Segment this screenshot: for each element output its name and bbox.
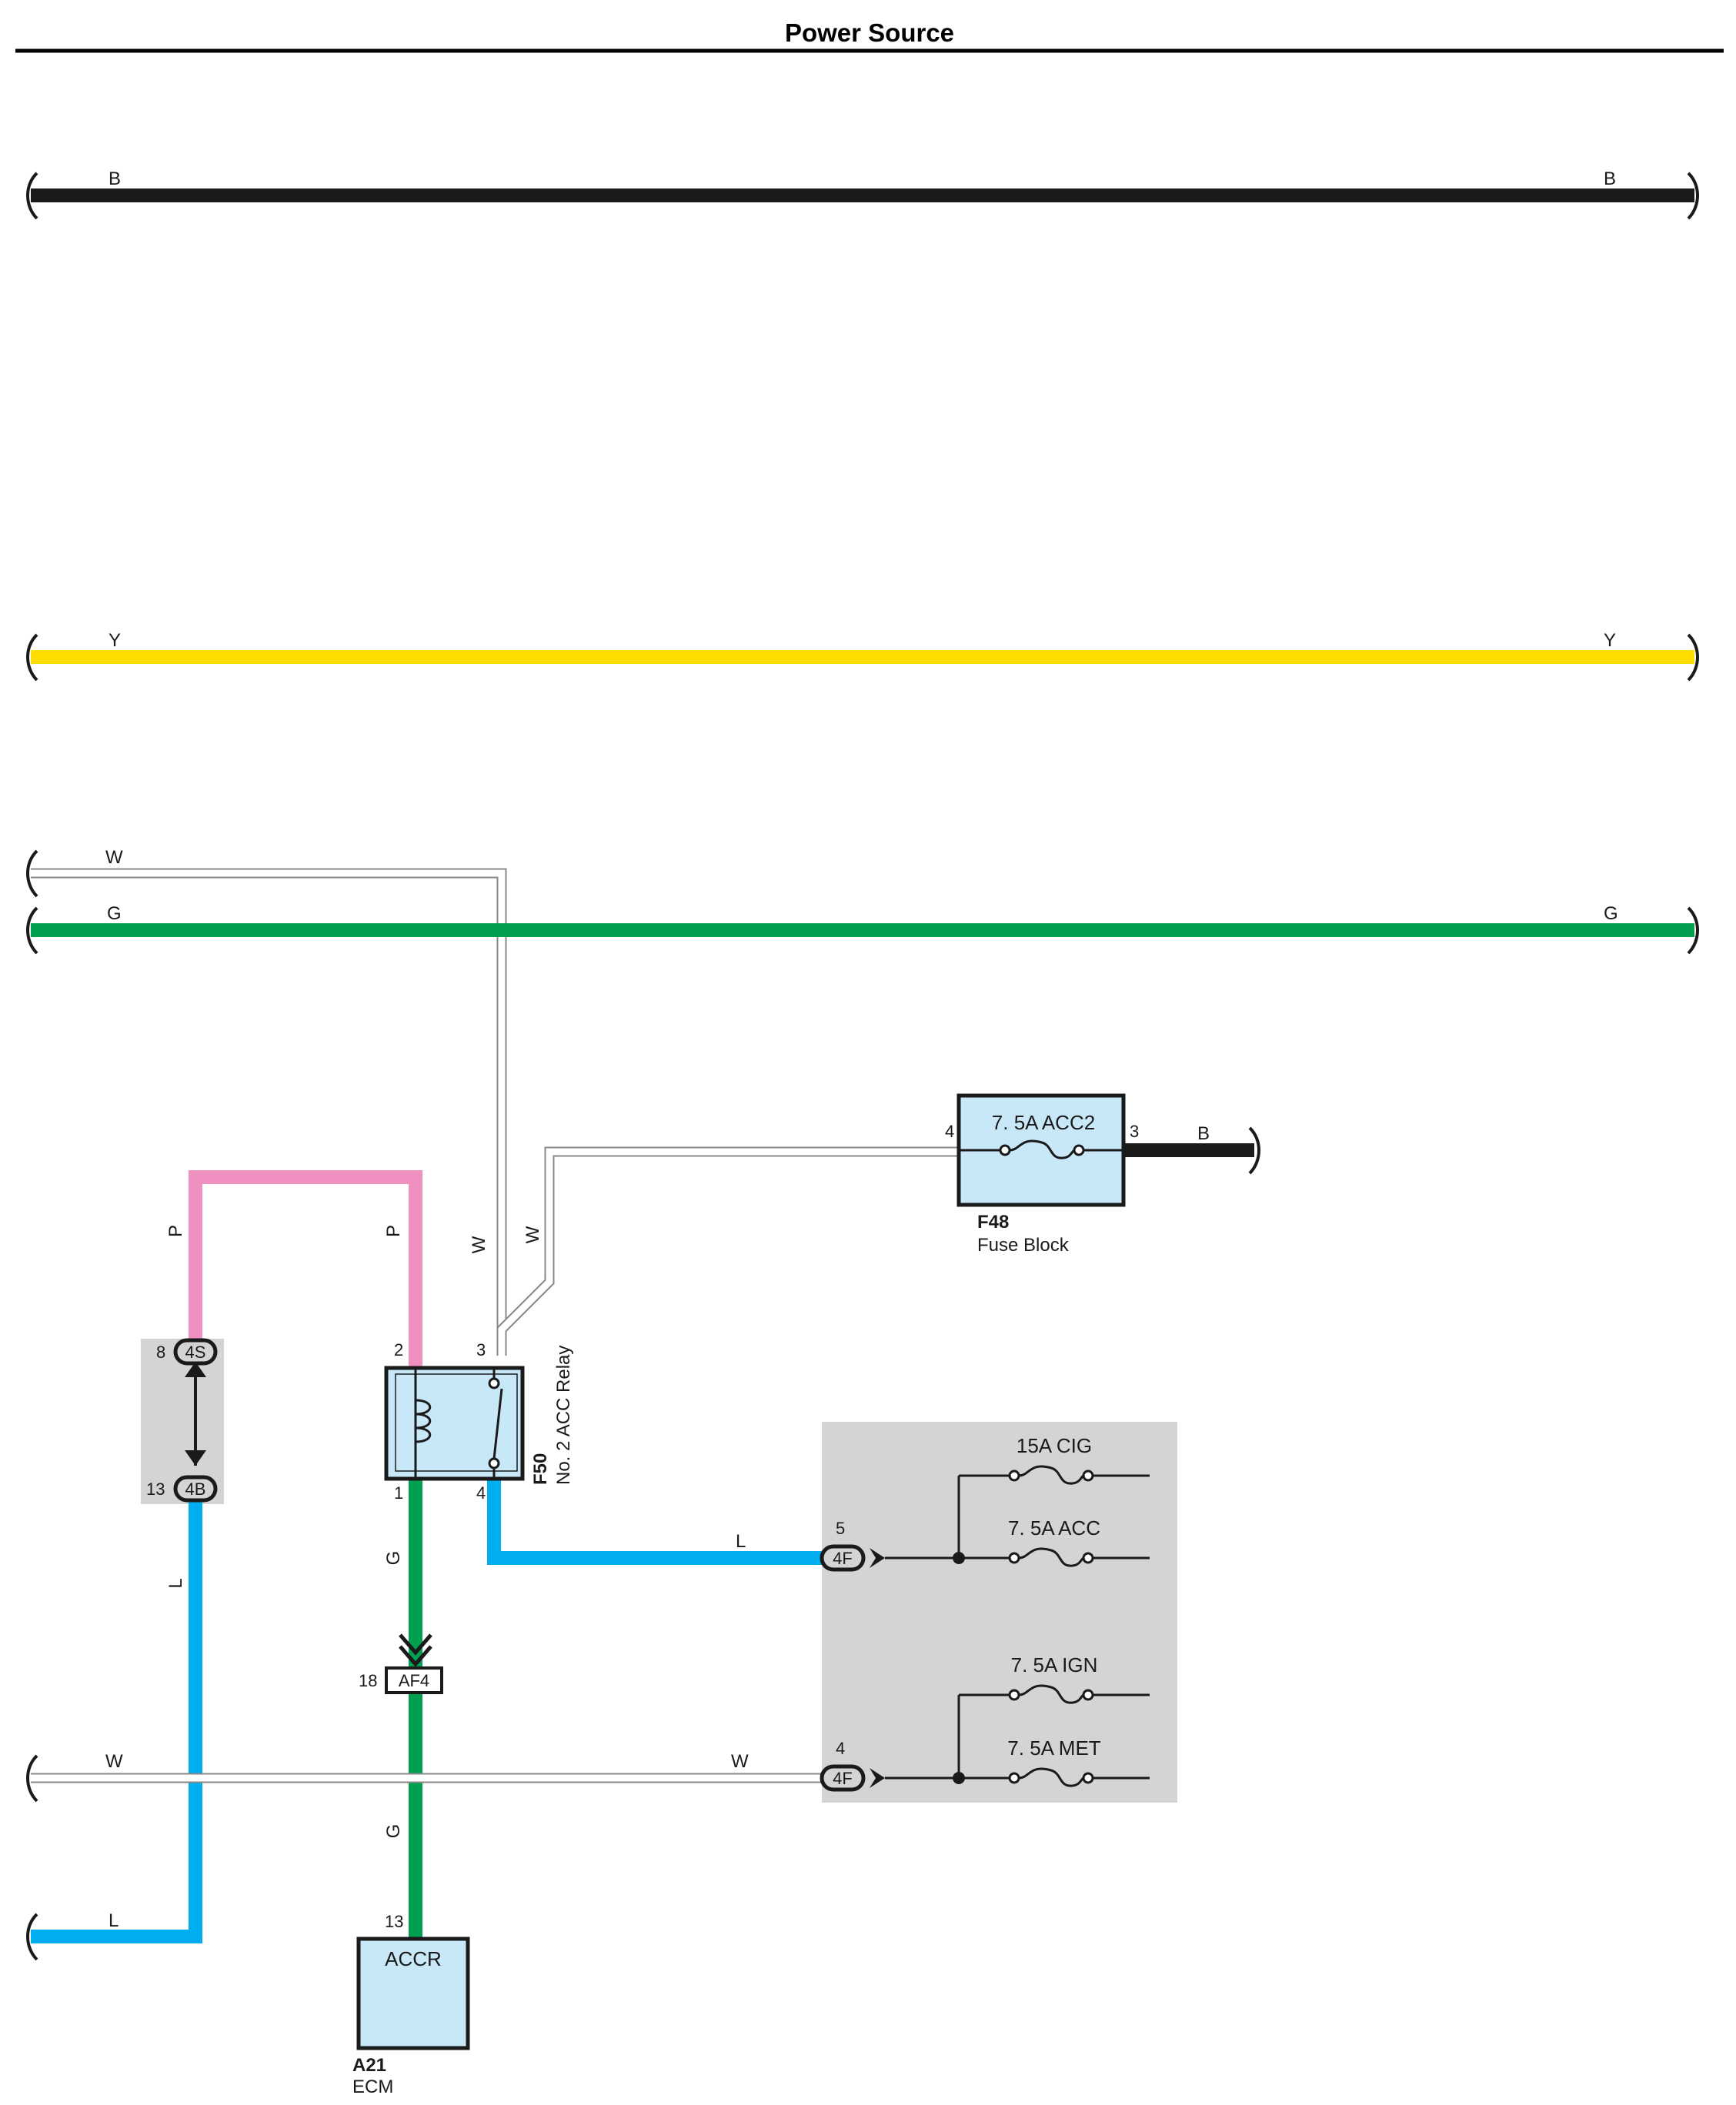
- wire-b-fuse-out: B: [1123, 1123, 1260, 1175]
- wire-label: W: [522, 1226, 543, 1243]
- fuse-label: 7. 5A ACC2: [992, 1111, 1095, 1134]
- connector-4f-upper: [820, 1544, 866, 1572]
- wire-label: L: [736, 1531, 746, 1552]
- break-symbol: [26, 906, 38, 955]
- wire-label: P: [165, 1225, 186, 1237]
- wire-label: W: [731, 1751, 749, 1772]
- arrow-left-icon: [870, 1548, 885, 1568]
- component-code: A21: [352, 2055, 386, 2076]
- fuse-label: 7. 5A ACC: [1008, 1516, 1100, 1540]
- wire-label: L: [108, 1910, 119, 1931]
- break-symbol: [1687, 172, 1699, 220]
- connector-id: 4F: [833, 1549, 853, 1568]
- pin-label: 8: [156, 1343, 165, 1362]
- break-symbol: [1687, 633, 1699, 682]
- fuse-label: 7. 5A IGN: [1011, 1653, 1098, 1676]
- pin-label: 4: [836, 1739, 845, 1758]
- wire-l-relay: L: [487, 1479, 822, 1565]
- pin-label: 4: [476, 1483, 486, 1503]
- pin-label: 3: [476, 1340, 486, 1359]
- component-code: F50: [530, 1453, 551, 1485]
- component-name: No. 2 ACC Relay: [553, 1346, 574, 1485]
- component-name: Fuse Block: [977, 1235, 1070, 1256]
- component-code: F48: [977, 1212, 1009, 1233]
- splice-point: [953, 1552, 965, 1564]
- wire-w-top: W: [26, 847, 507, 1356]
- coil-icon: [415, 1399, 432, 1443]
- wire-label: Y: [108, 630, 121, 651]
- pin-label: 2: [394, 1340, 403, 1359]
- junction-block: 15A CIG 7. 5A ACC 7. 5A IGN 7. 5A MET 4F…: [820, 1434, 1150, 1792]
- wire-y-bus: Y Y: [26, 630, 1699, 682]
- wire-w-bottom: W W: [26, 1751, 822, 1803]
- chevron-down-icon: [399, 1645, 432, 1667]
- chevron-down-icon: [399, 1633, 432, 1656]
- splice-point: [953, 1772, 965, 1784]
- arrow-up-icon: [185, 1362, 206, 1377]
- wire-p: P P: [165, 1170, 422, 1368]
- connector-id: 4S: [185, 1343, 206, 1362]
- arrow-left-icon: [870, 1768, 885, 1788]
- break-symbol: [26, 633, 38, 682]
- wire-label: B: [108, 168, 121, 189]
- pin-label: 1: [394, 1483, 403, 1503]
- wire-label: Y: [1604, 630, 1616, 651]
- pin-label: 3: [1130, 1122, 1139, 1141]
- wire-label: W: [469, 1236, 489, 1253]
- wire-label: G: [383, 1824, 404, 1839]
- connector-4s-4b: 4S 8 4B 13: [146, 1338, 218, 1503]
- wire-g-bus: G G: [26, 903, 1699, 955]
- connector-id: 4B: [185, 1480, 206, 1499]
- connector-4s: [173, 1338, 218, 1366]
- wire-label: G: [107, 903, 122, 924]
- connector-4b: [173, 1475, 218, 1503]
- arrow-down-icon: [185, 1450, 206, 1466]
- component-name: ECM: [352, 2077, 393, 2097]
- break-symbol: [1687, 906, 1699, 955]
- wire-label: L: [165, 1578, 186, 1588]
- wire-w-fuse: W W: [469, 1146, 959, 1356]
- break-symbol: [26, 849, 38, 898]
- break-symbol: [26, 1913, 38, 1961]
- fuse-label: 15A CIG: [1017, 1434, 1092, 1457]
- wire-label: B: [1197, 1123, 1210, 1144]
- wire-label: P: [383, 1225, 404, 1237]
- pin-label: 18: [359, 1671, 377, 1690]
- pin-label: 13: [385, 1912, 403, 1931]
- connector-4f-lower: [820, 1764, 866, 1792]
- connector-af4: AF4 18: [359, 1633, 443, 1694]
- connector-id: 4F: [833, 1769, 853, 1788]
- page-title: Power Source: [785, 18, 954, 47]
- terminal-label: ACCR: [385, 1947, 442, 1970]
- pin-label: 13: [146, 1480, 165, 1499]
- wire-label: G: [1604, 903, 1618, 924]
- wire-b-bus: B B: [26, 168, 1699, 220]
- wire-label: G: [383, 1551, 404, 1566]
- pin-label: 4: [945, 1122, 954, 1141]
- wire-l-left: L L: [26, 1489, 202, 1961]
- pin-label: 5: [836, 1519, 845, 1538]
- wire-label: B: [1604, 168, 1616, 189]
- junction-block-box: [822, 1422, 1177, 1803]
- wire-g-relay: G G: [383, 1479, 422, 1939]
- relay-f50: 2 3 1 4 F50 No. 2 ACC Relay: [384, 1340, 574, 1503]
- switch-icon: [492, 1388, 503, 1459]
- fuse-label: 7. 5A MET: [1007, 1736, 1100, 1760]
- break-symbol: [26, 1754, 38, 1803]
- wire-label: W: [105, 1751, 123, 1772]
- ecm-a21: ACCR 13 A21 ECM: [352, 1912, 470, 2097]
- fuse-block-f48: 7. 5A ACC2 4 3 F48 Fuse Block: [945, 1093, 1139, 1256]
- break-symbol: [26, 172, 38, 220]
- connector-id: AF4: [399, 1671, 429, 1690]
- wire-label: W: [105, 847, 123, 868]
- break-symbol: [1248, 1126, 1260, 1175]
